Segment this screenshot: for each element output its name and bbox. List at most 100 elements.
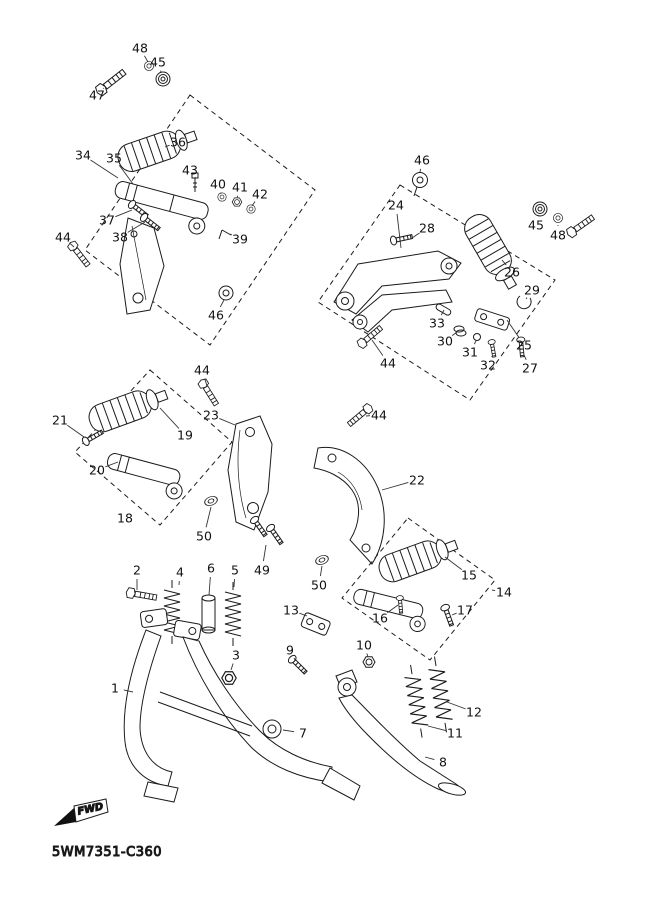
callout-10: 10 xyxy=(356,638,372,653)
leader-line-27 xyxy=(523,354,527,361)
leader-line-24 xyxy=(396,213,402,249)
leader-line-36 xyxy=(164,144,170,148)
callout-20: 20 xyxy=(89,463,105,478)
callout-42: 42 xyxy=(252,187,268,202)
callout-29: 29 xyxy=(524,283,540,298)
leader-line-23 xyxy=(219,418,236,426)
rear-footrest-right-bracket xyxy=(313,446,385,565)
leader-line-37 xyxy=(115,209,133,218)
callout-36: 36 xyxy=(170,135,186,150)
callout-44: 44 xyxy=(380,356,396,371)
leader-line-1 xyxy=(123,689,134,693)
callout-40: 40 xyxy=(210,177,226,192)
leader-line-15 xyxy=(444,556,463,570)
leader-line-46 xyxy=(419,168,421,173)
callout-26: 26 xyxy=(504,265,520,280)
diagram-artwork: FWD 5WM7351-C360 xyxy=(52,61,597,861)
leader-line-34 xyxy=(90,159,119,179)
callout-14: 14 xyxy=(496,585,512,600)
leader-line-30 xyxy=(451,331,458,336)
leader-line-39 xyxy=(229,233,233,236)
leader-line-49 xyxy=(262,544,267,562)
callout-48: 48 xyxy=(550,228,566,243)
callout-5: 5 xyxy=(231,563,239,578)
leader-line-22 xyxy=(381,482,409,491)
fwd-indicator: FWD xyxy=(54,798,109,826)
callout-21: 21 xyxy=(52,413,68,428)
callout-46: 46 xyxy=(414,153,430,168)
leader-line-13 xyxy=(299,612,308,617)
leader-line-44 xyxy=(204,378,208,387)
callout-9: 9 xyxy=(286,643,294,658)
rear-footrest-right-assembly xyxy=(341,517,496,661)
callout-44: 44 xyxy=(371,408,387,423)
leader-line-41 xyxy=(236,195,239,199)
callout-32: 32 xyxy=(480,358,496,373)
leader-line-21 xyxy=(67,424,85,438)
leader-line-25 xyxy=(506,319,520,338)
leader-line-44 xyxy=(371,339,384,356)
leader-line-44 xyxy=(69,242,75,248)
callout-48: 48 xyxy=(132,41,148,56)
callout-44: 44 xyxy=(55,230,71,245)
leader-line-3 xyxy=(230,663,234,671)
assembly-outline xyxy=(74,369,233,526)
center-stand-assembly xyxy=(123,579,361,803)
callout-12: 12 xyxy=(466,705,482,720)
callout-47: 47 xyxy=(89,88,105,103)
callout-37: 37 xyxy=(99,213,115,228)
assembly-outline xyxy=(84,94,316,346)
callout-45: 45 xyxy=(528,218,544,233)
callout-49: 49 xyxy=(254,563,270,578)
callout-6: 6 xyxy=(207,561,215,576)
leader-line-46 xyxy=(219,299,225,308)
front-footrest-left-assembly xyxy=(66,94,316,346)
leader-line-50 xyxy=(319,565,323,577)
leader-line-12 xyxy=(446,701,466,710)
callout-15: 15 xyxy=(461,568,477,583)
callout-1: 1 xyxy=(111,681,119,696)
callout-7: 7 xyxy=(299,726,307,741)
callout-4: 4 xyxy=(176,565,184,580)
callout-8: 8 xyxy=(439,755,447,770)
callout-23: 23 xyxy=(203,408,219,423)
callout-3: 3 xyxy=(232,648,240,663)
leader-line-10 xyxy=(366,653,369,658)
callout-19: 19 xyxy=(177,428,193,443)
callout-25: 25 xyxy=(516,338,532,353)
leader-line-42 xyxy=(251,201,256,207)
leader-line-28 xyxy=(411,232,420,239)
callout-13: 13 xyxy=(283,603,299,618)
callout-30: 30 xyxy=(437,334,453,349)
side-stand-assembly xyxy=(286,612,467,796)
callout-45: 45 xyxy=(150,55,166,70)
callout-46: 46 xyxy=(208,308,224,323)
callout-22: 22 xyxy=(409,473,425,488)
front-footrest-right-assembly xyxy=(317,172,597,401)
rear-footrest-left-assembly xyxy=(74,369,233,526)
callout-41: 41 xyxy=(232,180,248,195)
leader-line-6 xyxy=(208,576,211,596)
callout-50: 50 xyxy=(196,529,212,544)
callout-11: 11 xyxy=(447,726,463,741)
diagram-code: 5WM7351-C360 xyxy=(52,845,162,860)
fwd-arrowhead xyxy=(54,808,76,826)
leader-line-31 xyxy=(473,340,477,345)
callout-31: 31 xyxy=(462,345,478,360)
callout-27: 27 xyxy=(522,361,538,376)
leader-line-35 xyxy=(118,165,134,185)
leader-line-9 xyxy=(293,657,296,661)
leader-line-16 xyxy=(387,604,399,614)
callout-38: 38 xyxy=(112,230,128,245)
leader-line-14 xyxy=(491,589,496,591)
callout-16: 16 xyxy=(372,611,388,626)
leader-line-8 xyxy=(424,756,435,761)
callout-34: 34 xyxy=(75,148,91,163)
leader-line-17 xyxy=(451,612,457,616)
rear-footrest-left-bracket xyxy=(202,415,331,567)
callout-39: 39 xyxy=(232,232,248,247)
callout-18: 18 xyxy=(117,511,133,526)
